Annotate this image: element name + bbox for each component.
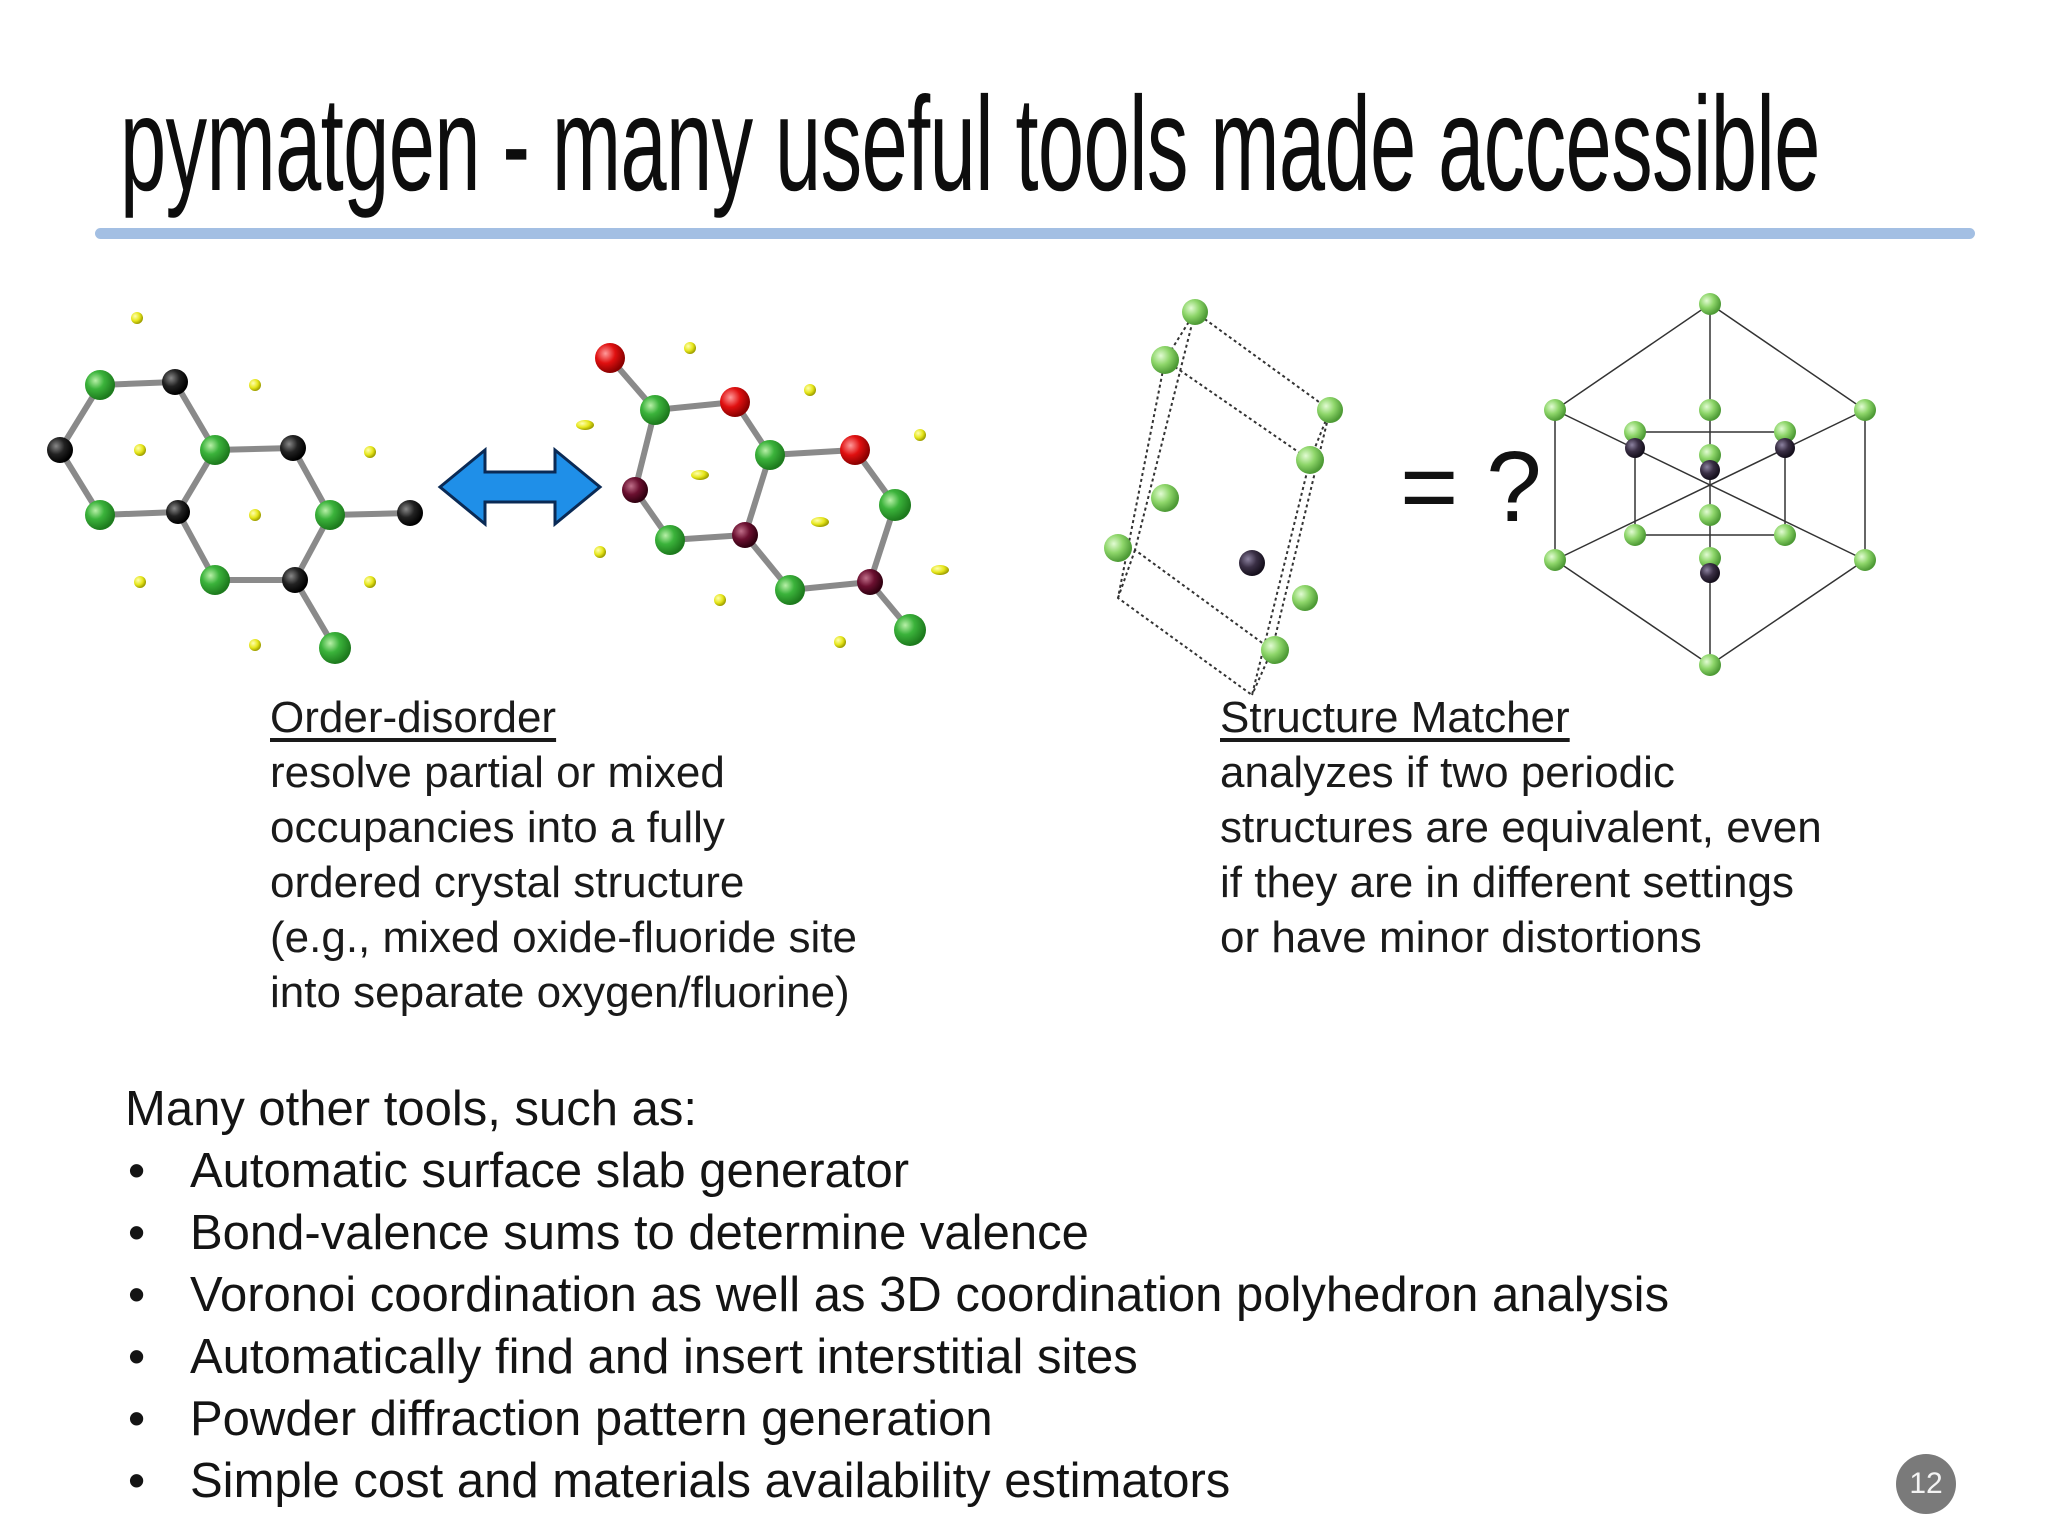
order-disorder-line: occupancies into a fully bbox=[270, 803, 725, 852]
list-item: • Powder diffraction pattern generation bbox=[125, 1388, 1669, 1450]
structure-matcher-line: analyzes if two periodic bbox=[1220, 748, 1675, 797]
structure-matcher-heading: Structure Matcher bbox=[1220, 693, 1570, 742]
list-item: • Bond-valence sums to determine valence bbox=[125, 1202, 1669, 1264]
bullet-icon: • bbox=[128, 1144, 146, 1198]
primitive-cell bbox=[1116, 310, 1332, 697]
list-item-text: Simple cost and materials availability e… bbox=[190, 1454, 1231, 1508]
page-number-badge: 12 bbox=[1896, 1454, 1956, 1514]
other-tools-section: Many other tools, such as: • Automatic su… bbox=[125, 1078, 1669, 1512]
structure-matcher-line: if they are in different settings bbox=[1220, 858, 1794, 907]
list-item-text: Voronoi coordination as well as 3D coord… bbox=[190, 1268, 1670, 1322]
structure-matcher-line: or have minor distortions bbox=[1220, 913, 1702, 962]
list-item: • Automatic surface slab generator bbox=[125, 1140, 1669, 1202]
structure-matcher-caption: Structure Matcher analyzes if two period… bbox=[1220, 690, 1822, 965]
list-item: • Simple cost and materials availability … bbox=[125, 1450, 1669, 1512]
order-disorder-line: (e.g., mixed oxide-fluoride site bbox=[270, 913, 857, 962]
list-item-text: Powder diffraction pattern generation bbox=[190, 1392, 993, 1446]
bullet-icon: • bbox=[128, 1330, 146, 1384]
conventional-cell-atoms bbox=[1544, 293, 1876, 676]
order-disorder-line: into separate oxygen/fluorine) bbox=[270, 968, 850, 1017]
order-disorder-line: ordered crystal structure bbox=[270, 858, 745, 907]
list-item: • Automatically find and insert interstit… bbox=[125, 1326, 1669, 1388]
left-small-yellow-atoms bbox=[131, 312, 376, 651]
other-tools-intro: Many other tools, such as: bbox=[125, 1082, 697, 1136]
equals-question-mark: = ? bbox=[1400, 431, 1542, 543]
structure-matcher-line: structures are equivalent, even bbox=[1220, 803, 1822, 852]
right-small-yellow-atoms bbox=[576, 342, 949, 648]
left-molecule-atoms bbox=[47, 369, 423, 664]
structure-matcher-figure bbox=[1104, 293, 1876, 697]
title-underline bbox=[95, 228, 1975, 239]
other-tools-list: • Automatic surface slab generator • Bond-… bbox=[125, 1140, 1669, 1512]
order-disorder-figure bbox=[47, 312, 949, 664]
right-molecule-atoms bbox=[595, 343, 926, 646]
list-item-text: Automatically find and insert interstiti… bbox=[190, 1330, 1138, 1384]
list-item-text: Bond-valence sums to determine valence bbox=[190, 1206, 1089, 1260]
double-arrow-icon bbox=[437, 446, 603, 528]
order-disorder-caption: Order-disorder resolve partial or mixed … bbox=[270, 690, 857, 1020]
conventional-cell bbox=[1554, 303, 1866, 666]
order-disorder-heading: Order-disorder bbox=[270, 693, 557, 742]
bullet-icon: • bbox=[128, 1392, 146, 1446]
bullet-icon: • bbox=[128, 1206, 146, 1260]
list-item: • Voronoi coordination as well as 3D coor… bbox=[125, 1264, 1669, 1326]
bullet-icon: • bbox=[128, 1268, 146, 1322]
list-item-text: Automatic surface slab generator bbox=[190, 1144, 910, 1198]
primitive-cell-atoms bbox=[1104, 299, 1343, 664]
order-disorder-line: resolve partial or mixed bbox=[270, 748, 725, 797]
bullet-icon: • bbox=[128, 1454, 146, 1508]
slide-title: pymatgen - many useful tools made access… bbox=[120, 70, 1820, 219]
